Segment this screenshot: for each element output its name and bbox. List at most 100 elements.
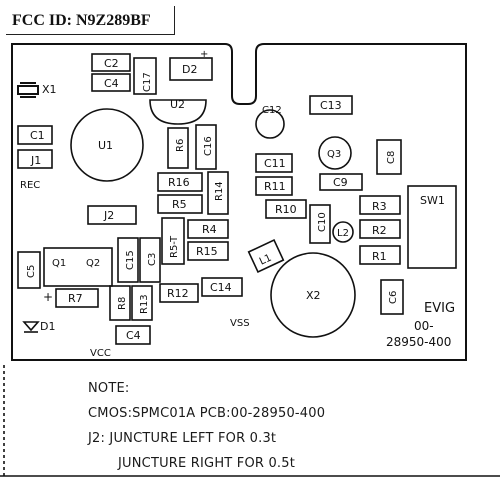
fcc-id: FCC ID: N9Z289BF xyxy=(12,12,151,29)
ic-u2 xyxy=(149,99,207,125)
resistor-r1 xyxy=(359,245,401,265)
resistor-r10 xyxy=(265,199,307,219)
diode-d2 xyxy=(169,57,213,81)
label-evig: EVIG xyxy=(424,301,455,316)
crystal-x2 xyxy=(270,252,356,338)
connector-j1 xyxy=(17,149,53,169)
label-c2: C2 xyxy=(104,57,119,70)
label-c4: C4 xyxy=(126,329,141,342)
label-c4-top: C4 xyxy=(104,77,119,90)
capacitor-c1 xyxy=(17,125,53,145)
label-q1: Q1 xyxy=(52,258,66,269)
label-c1: C1 xyxy=(30,129,45,142)
label-c12: C12 xyxy=(262,105,282,116)
capacitor-c15 xyxy=(117,237,139,283)
resistor-r5 xyxy=(157,194,203,214)
capacitor-c4-top xyxy=(91,73,131,92)
inductor-l2 xyxy=(332,221,354,243)
label-c17: C17 xyxy=(142,72,153,92)
capacitor-c9 xyxy=(319,173,363,191)
transistor-q3 xyxy=(318,136,352,170)
resistor-r16 xyxy=(157,172,203,192)
label-j1: J1 xyxy=(30,154,41,167)
label-u1: U1 xyxy=(98,139,113,152)
switch-sw1 xyxy=(407,185,457,269)
label-u2: U2 xyxy=(170,98,185,111)
note-line-1: CMOS:SPMC01A PCB:00-28950-400 xyxy=(88,406,326,421)
ic-u1 xyxy=(70,108,144,182)
label-r12: R12 xyxy=(167,287,189,300)
capacitor-c6 xyxy=(380,279,404,315)
label-rec: REC xyxy=(20,180,40,191)
label-c3: C3 xyxy=(147,253,158,266)
label-c13: C13 xyxy=(320,99,342,112)
resistor-r7 xyxy=(55,288,99,308)
crystal-x1 xyxy=(17,82,39,98)
label-r8: R8 xyxy=(117,297,128,310)
label-r16: R16 xyxy=(168,176,190,189)
note-heading: NOTE: xyxy=(88,381,130,396)
label-l2: L2 xyxy=(337,228,349,239)
note-line-2: J2: JUNCTURE LEFT FOR 0.3t xyxy=(88,431,277,446)
capacitor-c13 xyxy=(309,95,353,115)
label-r14: R14 xyxy=(214,181,225,201)
label-vss: VSS xyxy=(230,318,250,329)
label-r13: R13 xyxy=(139,294,150,314)
label-c5: C5 xyxy=(26,265,37,278)
transistor-q1-q2 xyxy=(43,247,113,287)
label-c10: C10 xyxy=(317,212,328,232)
resistor-r5t xyxy=(161,217,185,265)
board-outline xyxy=(11,43,467,361)
label-r1: R1 xyxy=(372,250,387,263)
fcc-label-box xyxy=(6,6,175,35)
label-vcc: VCC xyxy=(90,348,111,359)
label-plus-d2: + xyxy=(200,49,208,60)
note-line-3: JUNCTURE RIGHT FOR 0.5t xyxy=(118,456,296,471)
label-r6: R6 xyxy=(175,139,186,152)
label-r3: R3 xyxy=(372,200,387,213)
resistor-r12 xyxy=(159,283,199,303)
label-l1: L1 xyxy=(258,253,273,268)
diode-d1 xyxy=(22,321,40,333)
label-c8: C8 xyxy=(386,151,397,164)
resistor-r6 xyxy=(167,127,189,169)
label-pcb-code-a: 00- xyxy=(414,319,434,333)
label-q2: Q2 xyxy=(86,258,100,269)
label-c15: C15 xyxy=(125,250,136,270)
label-pcb-code-b: 28950-400 xyxy=(386,335,451,349)
label-c9: C9 xyxy=(333,176,348,189)
capacitor-c5 xyxy=(17,251,41,289)
label-r7: R7 xyxy=(68,292,83,305)
label-sw1: SW1 xyxy=(420,194,445,207)
label-r4: R4 xyxy=(202,223,217,236)
capacitor-c12 xyxy=(255,109,285,139)
label-c14: C14 xyxy=(210,281,232,294)
label-r2: R2 xyxy=(372,224,387,237)
resistor-r4 xyxy=(187,219,229,239)
label-x2: X2 xyxy=(306,289,321,302)
label-r11: R11 xyxy=(264,180,286,193)
capacitor-c14 xyxy=(201,277,243,297)
label-r10: R10 xyxy=(275,203,297,216)
label-d2: D2 xyxy=(182,63,197,76)
label-c6: C6 xyxy=(388,291,399,304)
resistor-r3 xyxy=(359,195,401,215)
capacitor-c16 xyxy=(195,124,217,170)
label-c16: C16 xyxy=(203,136,214,156)
capacitor-c2 xyxy=(91,53,131,72)
resistor-r15 xyxy=(187,241,229,261)
label-r15: R15 xyxy=(196,245,218,258)
label-plus-c5: + xyxy=(43,290,53,304)
label-r5: R5 xyxy=(172,198,187,211)
resistor-r11 xyxy=(255,176,293,196)
label-d1: D1 xyxy=(40,320,55,333)
capacitor-c4 xyxy=(115,325,151,345)
label-q3: Q3 xyxy=(327,149,341,160)
label-x1: X1 xyxy=(42,83,57,96)
resistor-r14 xyxy=(207,171,229,215)
label-c11: C11 xyxy=(264,157,286,170)
capacitor-c10 xyxy=(309,204,331,244)
resistor-r13 xyxy=(131,285,153,321)
inductor-l1 xyxy=(247,239,285,273)
capacitor-c11 xyxy=(255,153,293,173)
